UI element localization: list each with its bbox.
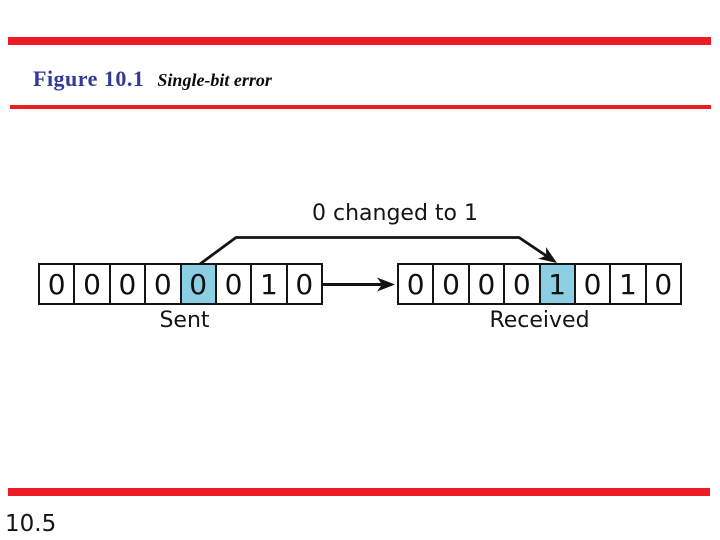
bit-change-annotation: 0 changed to 1: [312, 201, 478, 226]
bit-cell-error: 1: [540, 265, 576, 303]
bottom-rule: [8, 488, 710, 496]
bit-cell-error: 0: [181, 265, 217, 303]
bit-cell: 0: [654, 267, 673, 301]
bit-cell: 0: [434, 265, 470, 303]
bit-flip-arrow: [199, 236, 552, 266]
bit-cell: 0: [217, 265, 253, 303]
bit-cell: 0: [146, 265, 182, 303]
bit-cell: 0: [470, 265, 506, 303]
received-bit-row: 0 0 0 0 1 0 1 0: [397, 263, 682, 305]
bit-cell: 0: [295, 267, 314, 301]
bit-cell: 0: [40, 265, 76, 303]
bit-cell: 0: [75, 265, 111, 303]
bit-cell: 0: [111, 265, 147, 303]
bit-cell: 0: [399, 265, 435, 303]
sent-bit-row: 0 0 0 0 0 0 1 0: [38, 263, 323, 305]
transmission-arrow: [323, 277, 395, 292]
bit-cell: 1: [611, 265, 647, 303]
bit-cell: 1: [252, 265, 288, 303]
page-number: 10.5: [5, 511, 57, 537]
received-label: Received: [489, 308, 590, 333]
sent-label: Sent: [159, 308, 210, 333]
figure-title: Figure 10.1 Single-bit error: [33, 66, 272, 92]
figure-caption: Single-bit error: [157, 70, 272, 90]
figure-number: Figure 10.1: [33, 66, 145, 91]
bit-cell: 0: [505, 265, 541, 303]
bit-cell: 0: [576, 265, 612, 303]
top-rule: [8, 37, 711, 45]
title-rule: [10, 105, 711, 109]
